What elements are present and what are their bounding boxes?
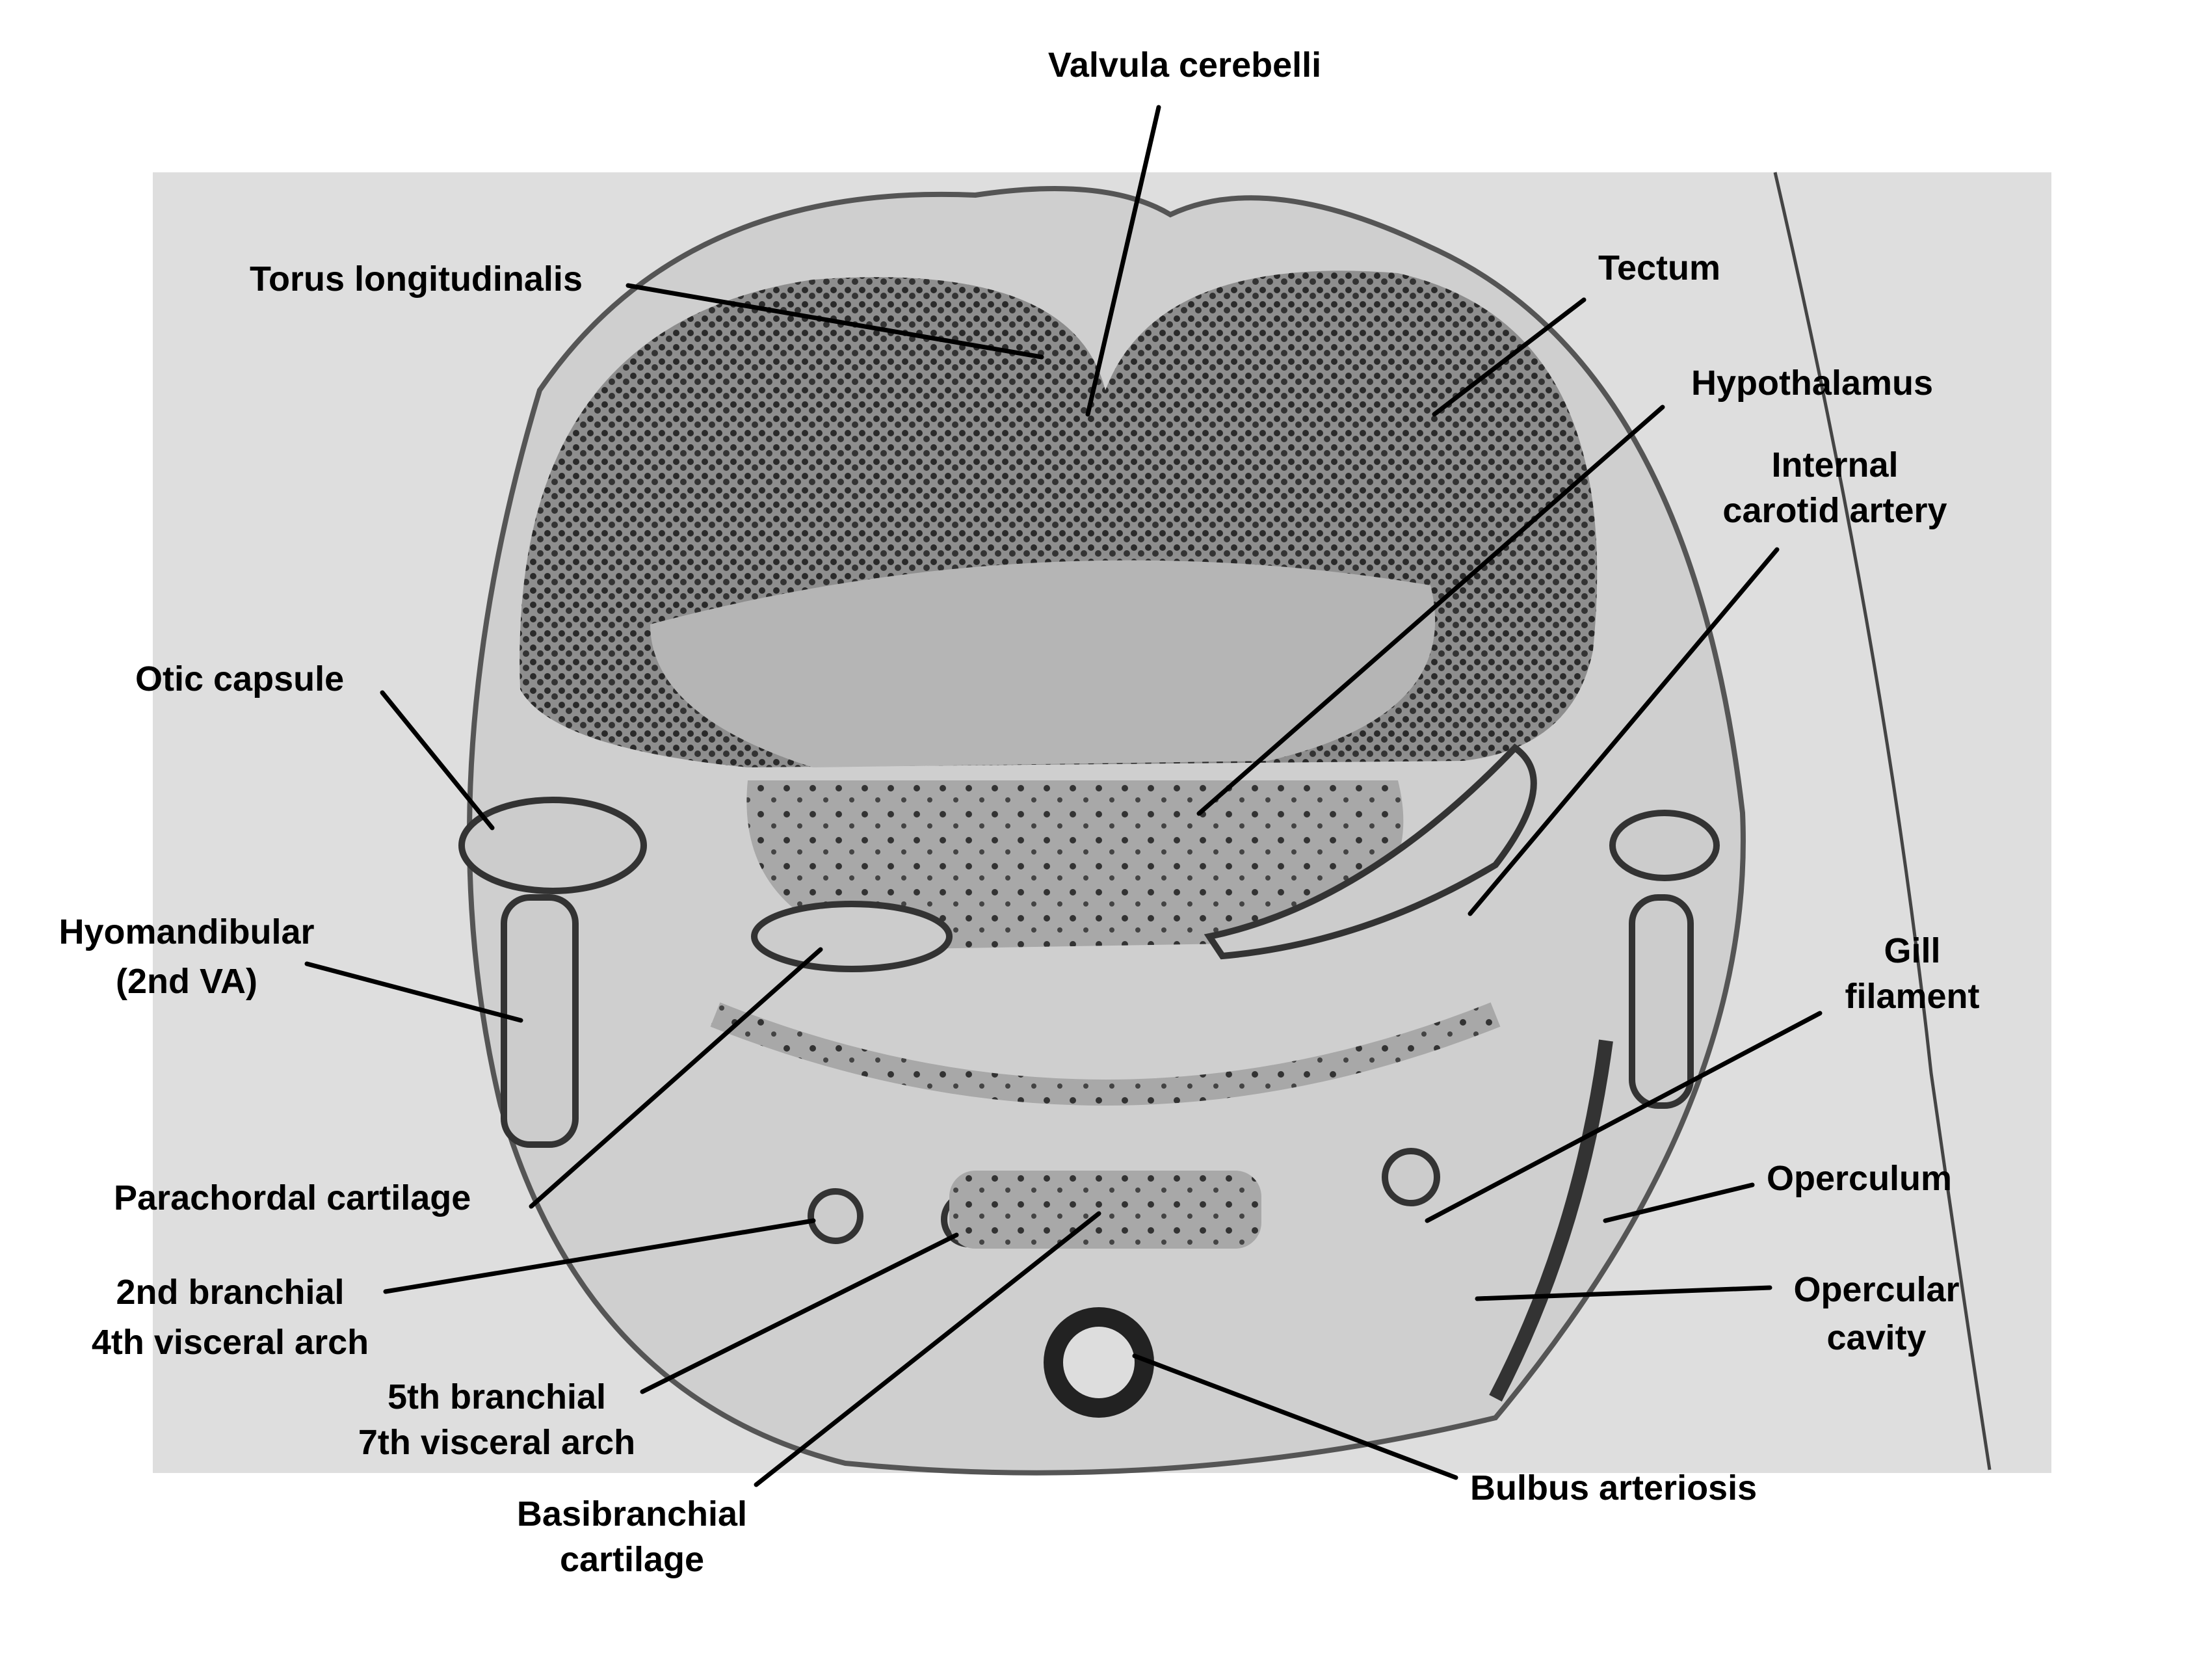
slide-edge xyxy=(1773,172,1992,1470)
label-otic-capsule: Otic capsule xyxy=(135,659,344,698)
leader-basibranchial xyxy=(754,1211,1101,1487)
leader-operculum xyxy=(1603,1182,1755,1223)
leader-torus-longitudinalis xyxy=(625,283,1044,360)
leader-valvula-cerebelli xyxy=(1085,105,1161,417)
otic-capsule-right xyxy=(1609,810,1720,881)
leader-gill-filament xyxy=(1425,1011,1823,1223)
branchial-arch-right xyxy=(1382,1148,1440,1206)
leader-tectum xyxy=(1432,297,1587,417)
label-bulbus-arteriosis: Bulbus arteriosis xyxy=(1470,1468,1757,1507)
leader-hyomandibular xyxy=(304,961,523,1023)
otic-capsule-left xyxy=(458,797,647,894)
operculum xyxy=(1489,1039,1613,1402)
label-valvula-cerebelli: Valvula cerebelli xyxy=(1048,46,1321,85)
hyomandibular-left xyxy=(501,894,579,1148)
label-parachordal-cartilage: Parachordal cartilage xyxy=(114,1178,471,1217)
pharynx-roof xyxy=(710,1002,1501,1106)
leader-hypothalamus xyxy=(1196,405,1665,816)
leader-opercular-cavity xyxy=(1475,1285,1772,1301)
leader-otic-capsule xyxy=(380,690,495,830)
label-hyomandibular: Hyomandibular(2nd VA) xyxy=(59,912,314,1001)
bulbus-arteriosis xyxy=(1044,1307,1154,1418)
basibranchial-region xyxy=(949,1171,1261,1249)
parachordal-right xyxy=(1204,743,1537,960)
hyomandibular-right xyxy=(1629,894,1694,1109)
leader-parachordal-cartilage xyxy=(529,947,823,1209)
label-tectum: Tectum xyxy=(1598,248,1720,287)
leader-fifth-branchial xyxy=(640,1232,959,1394)
label-torus-longitudinalis: Torus longitudinalis xyxy=(250,259,583,299)
leader-bulbus-arteriosis xyxy=(1132,1353,1458,1480)
label-hypothalamus: Hypothalamus xyxy=(1691,364,1933,403)
leader-second-branchial xyxy=(383,1218,816,1294)
label-operculum: Operculum xyxy=(1767,1159,1952,1198)
parachordal-left xyxy=(751,901,953,972)
ventricle xyxy=(650,560,1436,767)
branchial-arch-2 xyxy=(808,1188,863,1244)
leader-internal-carotid-artery xyxy=(1468,547,1780,916)
